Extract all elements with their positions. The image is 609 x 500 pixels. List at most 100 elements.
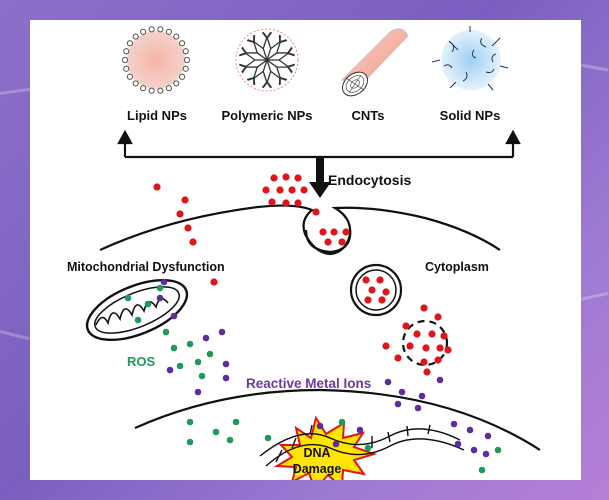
nanoparticle-dot — [282, 199, 290, 207]
metal-ion-dot — [470, 446, 478, 454]
nanoparticle-dot — [406, 342, 414, 350]
nanoparticle-dot — [282, 173, 290, 181]
nanoparticle-dot — [338, 238, 346, 246]
ros-dot — [156, 284, 164, 292]
ros-dot — [176, 362, 184, 370]
nanoparticle-dot — [189, 238, 197, 246]
np-label-polymeric: Polymeric NPs — [221, 108, 313, 123]
nanoparticle-dot — [434, 313, 442, 321]
metal-ion-dot — [170, 312, 178, 320]
particle-dots — [124, 173, 502, 474]
ros-dot — [226, 436, 234, 444]
nanoparticle-dot — [394, 354, 402, 362]
ros-dot — [194, 358, 202, 366]
metal-ion-dot — [484, 432, 492, 440]
metal-ion-dot — [418, 392, 426, 400]
nanoparticle-dot — [270, 174, 278, 182]
ros-dot — [198, 372, 206, 380]
metal-ion-dot — [436, 376, 444, 384]
cell-membrane — [99, 204, 501, 256]
nanoparticle-dot — [312, 208, 320, 216]
nanoparticle-dot — [181, 196, 189, 204]
polymeric-nanoparticle-icon — [235, 28, 299, 92]
metal-ion-dot — [384, 378, 392, 386]
nanoparticle-dot — [376, 276, 384, 284]
nanoparticle-dot — [422, 344, 430, 352]
ros-dot — [232, 418, 240, 426]
metal-ion-dot — [222, 374, 230, 382]
mitochondrion — [85, 278, 189, 342]
metal-ion-dot — [222, 360, 230, 368]
nanoparticle-dot — [362, 276, 370, 284]
nanoparticle-dot — [262, 186, 270, 194]
nanoparticle-dot — [364, 296, 372, 304]
ros-dot — [206, 350, 214, 358]
nanoparticle-dot — [300, 186, 308, 194]
metal-ion-dot — [450, 420, 458, 428]
np-label-lipid: Lipid NPs — [127, 108, 187, 123]
diagram-panel: Lipid NPs Polymeric NPs CNTs Solid NPs E… — [30, 20, 581, 480]
nanoparticle-dot — [420, 304, 428, 312]
carbon-nanotube-icon — [341, 28, 409, 97]
nanoparticle-dot — [342, 228, 350, 236]
ros-dot — [162, 328, 170, 336]
endocytosis-arrow — [309, 157, 331, 198]
metal-ion-dot — [466, 426, 474, 434]
ros-dot — [124, 294, 132, 302]
endocytic-vesicle — [304, 229, 352, 254]
metal-ion-dot — [454, 440, 462, 448]
metal-ion-dot — [194, 388, 202, 396]
nuclear-membrane — [134, 388, 541, 451]
endosome — [349, 263, 403, 317]
nanoparticle-dot — [378, 296, 386, 304]
nanoparticle-dot — [288, 186, 296, 194]
nanoparticle-dot — [436, 344, 444, 352]
ros-dot — [186, 418, 194, 426]
dna-damage-label: DNA Damage — [277, 445, 357, 477]
metal-ion-dot — [482, 450, 490, 458]
nanoparticle-dot — [368, 286, 376, 294]
nanoparticle-dot — [330, 228, 338, 236]
nanoparticle-dot — [176, 210, 184, 218]
ros-dot — [338, 418, 346, 426]
ros-dot — [144, 300, 152, 308]
metal-ion-dot — [166, 366, 174, 374]
solid-nanoparticle-icon — [431, 26, 509, 91]
nanoparticle-dot — [382, 288, 390, 296]
ros-dot — [364, 444, 372, 452]
reactive-metal-ions-label: Reactive Metal Ions — [246, 376, 372, 391]
nanoparticle-dot — [434, 356, 442, 364]
nanoparticle-bracket — [117, 129, 521, 159]
nanoparticle-dot — [444, 346, 452, 354]
metal-ion-dot — [356, 426, 364, 434]
metal-ion-dot — [218, 328, 226, 336]
nanoparticle-dot — [428, 330, 436, 338]
nanoparticle-dot — [324, 238, 332, 246]
ros-dot — [186, 438, 194, 446]
nanoparticle-dot — [294, 199, 302, 207]
dna-strand — [259, 424, 465, 467]
np-label-cnts: CNTs — [351, 108, 385, 123]
nanoparticle-dot — [268, 198, 276, 206]
nanoparticle-dot — [294, 174, 302, 182]
cytoplasm-label: Cytoplasm — [425, 260, 489, 274]
ros-dot — [478, 466, 486, 474]
lipid-nanoparticle-icon — [121, 26, 191, 94]
nanoparticle-dot — [184, 224, 192, 232]
dna-damage-starburst — [273, 415, 378, 480]
nanoparticle-dot — [319, 228, 327, 236]
dna-damage-line1: DNA — [303, 446, 331, 460]
endocytosis-label: Endocytosis — [328, 172, 412, 188]
nanoparticle-dot — [413, 330, 421, 338]
nanoparticle-dot — [402, 322, 410, 330]
nanoparticle-dot — [153, 183, 161, 191]
lysosome — [401, 319, 449, 367]
ros-dot — [186, 340, 194, 348]
ros-label: ROS — [127, 354, 156, 369]
ros-dot — [134, 316, 142, 324]
metal-ion-dot — [156, 294, 164, 302]
mitochondrial-dysfunction-label: Mitochondrial Dysfunction — [67, 260, 225, 274]
nanoparticle-dot — [382, 342, 390, 350]
metal-ion-dot — [394, 400, 402, 408]
nanoparticle-dot — [423, 368, 431, 376]
